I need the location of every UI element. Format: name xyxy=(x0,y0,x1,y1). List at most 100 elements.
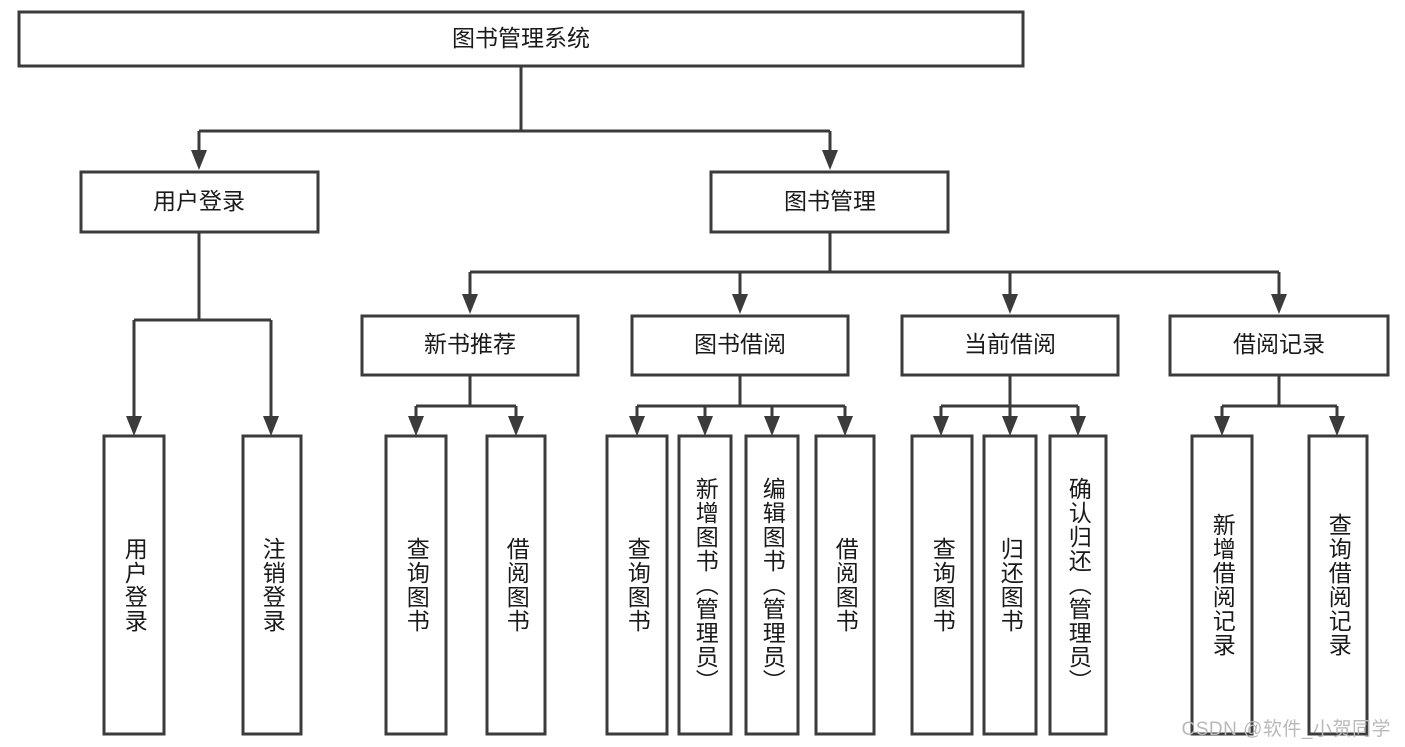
node-label: 确认归还（管理员） xyxy=(1065,477,1092,693)
leaf-node-current-borrow-return[interactable]: 归还图书 xyxy=(982,434,1038,736)
arrow-head-icon xyxy=(126,416,142,436)
connector-root-to-level2 xyxy=(191,66,838,170)
node-box xyxy=(102,434,166,736)
node-label-container: 查询图书 xyxy=(624,537,651,633)
connector-book-borrow-to-leaves xyxy=(629,375,853,436)
node-box xyxy=(630,314,850,377)
arrow-head-icon xyxy=(837,416,853,436)
node-label: 查询借阅记录 xyxy=(1325,513,1352,657)
node-label: 图书管理系统 xyxy=(452,25,590,51)
arrow-head-icon xyxy=(697,416,713,436)
node-label-container: 查询图书 xyxy=(929,537,956,633)
arrow-head-icon xyxy=(508,416,524,436)
arrow-head-icon xyxy=(1002,416,1018,436)
node-box xyxy=(982,434,1038,736)
arrow-head-icon xyxy=(1002,294,1018,314)
arrow-head-icon xyxy=(933,416,949,436)
node-box xyxy=(241,434,303,736)
leaf-node-book-borrow-query[interactable]: 查询图书 xyxy=(605,434,669,736)
node-root-system[interactable]: 图书管理系统 xyxy=(17,10,1025,68)
node-label: 新增借阅记录 xyxy=(1209,513,1236,657)
connector-borrow-record-to-leaves xyxy=(1214,375,1345,436)
node-label: 用户登录 xyxy=(121,537,148,633)
connector-new-book-to-leaves xyxy=(408,375,524,436)
leaf-node-new-book-borrow[interactable]: 借阅图书 xyxy=(485,434,547,736)
node-label: 借阅图书 xyxy=(832,537,859,633)
node-label: 查询图书 xyxy=(929,537,956,633)
arrow-head-icon xyxy=(1329,416,1345,436)
arrow-head-icon xyxy=(1214,416,1230,436)
node-label-container: 新增借阅记录 xyxy=(1209,513,1236,657)
arrow-head-icon xyxy=(1070,416,1086,436)
node-label: 归还图书 xyxy=(997,537,1024,633)
leaf-node-borrow-record-add[interactable]: 新增借阅记录 xyxy=(1190,434,1254,736)
node-box xyxy=(360,314,580,377)
leaf-node-book-borrow-borrow[interactable]: 借阅图书 xyxy=(814,434,876,736)
node-label-container: 新增图书（管理员） xyxy=(692,477,719,693)
node-box xyxy=(1307,434,1369,736)
node-label-container: 注销登录 xyxy=(259,537,286,633)
node-current-borrow[interactable]: 当前借阅 xyxy=(900,314,1120,377)
arrow-head-icon xyxy=(408,416,424,436)
node-box xyxy=(79,170,320,234)
arrow-head-icon xyxy=(629,416,645,436)
arrow-head-icon xyxy=(822,150,838,170)
arrow-head-icon xyxy=(263,416,279,436)
node-box xyxy=(485,434,547,736)
leaf-node-borrow-record-query[interactable]: 查询借阅记录 xyxy=(1307,434,1369,736)
node-box xyxy=(605,434,669,736)
connector-book-manage-to-level3 xyxy=(462,232,1287,314)
node-label: 查询图书 xyxy=(624,537,651,633)
node-user-login[interactable]: 用户登录 xyxy=(79,170,320,234)
node-label: 查询图书 xyxy=(403,537,430,633)
node-label-container: 编辑图书（管理员） xyxy=(759,477,786,693)
node-box xyxy=(677,434,733,736)
node-label: 编辑图书（管理员） xyxy=(759,477,786,693)
node-label: 图书管理 xyxy=(784,188,876,214)
node-box xyxy=(709,170,950,234)
node-box xyxy=(744,434,800,736)
leaf-node-new-book-query[interactable]: 查询图书 xyxy=(384,434,448,736)
node-label-container: 查询借阅记录 xyxy=(1325,513,1352,657)
connector-current-borrow-to-leaves xyxy=(933,375,1086,436)
node-box xyxy=(1190,434,1254,736)
node-label: 新增图书（管理员） xyxy=(692,477,719,693)
node-book-borrow[interactable]: 图书借阅 xyxy=(630,314,850,377)
node-label: 借阅图书 xyxy=(503,537,530,633)
node-box xyxy=(910,434,974,736)
node-label: 注销登录 xyxy=(259,537,286,633)
leaf-node-user-login-logout[interactable]: 注销登录 xyxy=(241,434,303,736)
node-label: 图书借阅 xyxy=(694,331,786,357)
node-borrow-record[interactable]: 借阅记录 xyxy=(1168,314,1390,377)
node-label: 借阅记录 xyxy=(1233,331,1325,357)
node-label-container: 借阅图书 xyxy=(503,537,530,633)
connector-user-login-to-leaves xyxy=(126,232,279,436)
node-label-container: 查询图书 xyxy=(403,537,430,633)
node-box xyxy=(814,434,876,736)
node-label: 用户登录 xyxy=(153,188,245,214)
node-label-container: 借阅图书 xyxy=(832,537,859,633)
leaf-node-book-borrow-edit[interactable]: 编辑图书（管理员） xyxy=(744,434,800,736)
leaf-node-current-borrow-confirm[interactable]: 确认归还（管理员） xyxy=(1048,434,1108,736)
arrow-head-icon xyxy=(462,294,478,314)
node-label: 新书推荐 xyxy=(424,331,516,357)
leaf-node-current-borrow-query[interactable]: 查询图书 xyxy=(910,434,974,736)
leaf-node-book-borrow-add[interactable]: 新增图书（管理员） xyxy=(677,434,733,736)
node-box xyxy=(900,314,1120,377)
node-label-container: 确认归还（管理员） xyxy=(1065,477,1092,693)
node-label-container: 用户登录 xyxy=(121,537,148,633)
node-label: 当前借阅 xyxy=(964,331,1056,357)
arrow-head-icon xyxy=(1271,294,1287,314)
node-box xyxy=(1048,434,1108,736)
node-label-container: 归还图书 xyxy=(997,537,1024,633)
node-box xyxy=(17,10,1025,68)
arrow-head-icon xyxy=(191,150,207,170)
node-box xyxy=(384,434,448,736)
arrow-head-icon xyxy=(764,416,780,436)
node-book-manage[interactable]: 图书管理 xyxy=(709,170,950,234)
arrow-head-icon xyxy=(732,294,748,314)
node-new-book-recommend[interactable]: 新书推荐 xyxy=(360,314,580,377)
leaf-node-user-login-login[interactable]: 用户登录 xyxy=(102,434,166,736)
